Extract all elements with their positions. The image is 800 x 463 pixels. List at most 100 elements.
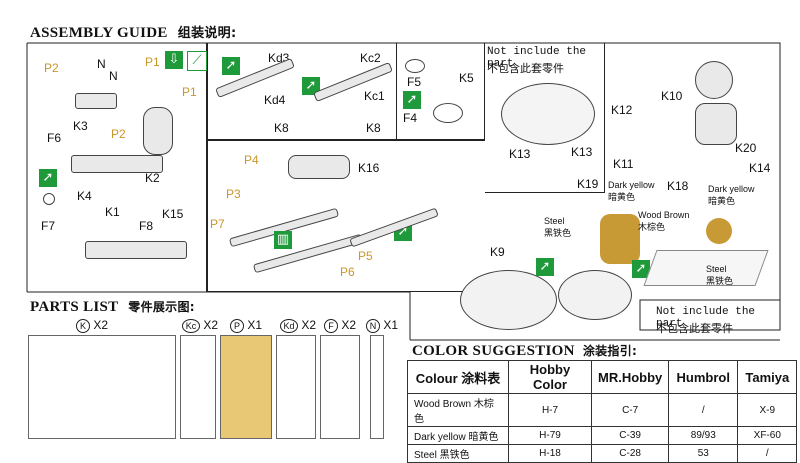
color-name: Dark yellow 暗黄色: [407, 426, 509, 445]
label-k15: K15: [162, 207, 184, 221]
assembly-panel-4: Not include the part 不包含此套零件 K13 K13 K19: [485, 43, 605, 193]
label-p5: P5: [358, 249, 373, 263]
label-f6: F6: [47, 131, 62, 145]
part-drum: [143, 107, 173, 155]
table-row: Dark yellow 暗黄色 H-79 C-39 89/93 XF-60: [407, 426, 798, 445]
hobby-code: H-7: [508, 393, 592, 427]
assembly-panel-5: K10 K12 K20 K11 K18 K14: [605, 43, 780, 193]
label-n: N: [97, 57, 106, 71]
label-kc1: Kc1: [364, 89, 385, 103]
header-tamiya: Tamiya: [737, 360, 798, 394]
label-kc2: Kc2: [360, 51, 381, 65]
label-k8: K8: [366, 121, 381, 135]
label-k13: K13: [509, 147, 531, 161]
assembly-panel-1: P2 N N P1 ⇩ ⟋ P1 K3 P2 F6 ➚ K2 K4 K1 F7 …: [27, 43, 207, 292]
mr-hobby-code: C-7: [590, 393, 670, 427]
part-k1: [71, 155, 163, 173]
not-include-note-cn: 不包含此套零件: [487, 62, 564, 75]
label-k4: K4: [77, 189, 92, 203]
parts-list-item: K X2: [76, 318, 108, 333]
part-sight-body: [695, 103, 737, 145]
parts-list-item: Kc X2: [182, 318, 218, 333]
tamiya-code: X-9: [737, 393, 798, 427]
header-hobby-color: Hobby Color: [508, 360, 592, 394]
sprue-k: [28, 335, 176, 439]
tamiya-code: /: [737, 444, 798, 463]
color-table-header: Colour 涂料表 Hobby Color MR.Hobby Humbrol …: [407, 360, 798, 394]
header-colour: Colour 涂料表: [407, 360, 509, 394]
part-f5: [405, 59, 425, 73]
humbrol-code: 53: [668, 444, 739, 463]
label-k3: K3: [73, 119, 88, 133]
mr-hobby-code: C-39: [590, 426, 670, 445]
label-p4: P4: [244, 153, 259, 167]
humbrol-code: /: [668, 393, 739, 427]
sprue-f: [320, 335, 360, 439]
label-k2: K2: [145, 171, 160, 185]
turret-ring: [501, 83, 595, 145]
label-k16: K16: [358, 161, 380, 175]
label-f4: F4: [403, 111, 418, 125]
assembly-step-icon: ➚: [632, 260, 650, 278]
label-f5: F5: [407, 75, 422, 89]
part-gun-barrel: [349, 207, 439, 248]
label-p2: P2: [111, 127, 126, 141]
label-k5: K5: [459, 71, 474, 85]
label-k8: K8: [274, 121, 289, 135]
part-ring: [433, 103, 463, 123]
assembly-step-icon: ➚: [403, 91, 421, 109]
tamiya-code: XF-60: [737, 426, 798, 445]
parts-list-item: P X1: [230, 318, 262, 333]
assembly-step-icon: ➚: [39, 169, 57, 187]
sprue-p: [220, 335, 272, 439]
part-f7: [43, 193, 55, 205]
sprue-kc: [180, 335, 216, 439]
hobby-code: H-18: [508, 444, 592, 463]
label-k10: K10: [661, 89, 683, 103]
table-row: Steel 黑铁色 H-18 C-28 53 /: [407, 444, 798, 463]
label-p1: P1: [145, 55, 160, 69]
label-k20: K20: [735, 141, 757, 155]
parts-list-item: N X1: [366, 318, 398, 333]
glue-icon: ⇩: [165, 51, 183, 69]
sprue-kd: [276, 335, 316, 439]
label-p6: P6: [340, 265, 355, 279]
turret-ring: [460, 270, 557, 330]
label-k9: K9: [490, 245, 505, 259]
parts-list-title: PARTS LIST 零件展示图:: [30, 299, 195, 315]
assembly-panel-2: Kd3 Kc2 ➚ ➚ Kd4 Kc1 K8 K8: [207, 43, 397, 140]
assembly-guide-title: ASSEMBLY GUIDE 组装说明:: [30, 25, 237, 41]
part-painted-gun: [600, 214, 640, 264]
label-k11: K11: [613, 157, 634, 171]
label-p1: P1: [182, 85, 197, 99]
table-row: Wood Brown 木棕色 H-7 C-7 / X-9: [407, 393, 798, 427]
turret-ring: [558, 270, 632, 320]
label-p7: P7: [210, 217, 225, 231]
label-k14: K14: [749, 161, 771, 175]
color-suggestion-title-cn: 涂装指引:: [582, 344, 638, 358]
label-k12: K12: [611, 103, 633, 117]
not-include-note: Not include the part: [656, 306, 756, 330]
label-n: N: [109, 69, 118, 83]
label-kd4: Kd4: [264, 93, 286, 107]
parts-list-title-cn: 零件展示图:: [128, 300, 195, 314]
label-p3: P3: [226, 187, 241, 201]
part-gun-body: [288, 155, 350, 179]
label-k13: K13: [571, 145, 593, 159]
color-name: Steel 黑铁色: [407, 444, 509, 463]
color-table: Colour 涂料表 Hobby Color MR.Hobby Humbrol …: [407, 360, 798, 463]
label-k19: K19: [577, 177, 599, 191]
header-mr-hobby: MR.Hobby: [590, 360, 670, 394]
assembly-step-icon: ➚: [222, 57, 240, 75]
brush-icon: ⟋: [187, 51, 207, 71]
parts-list-item: F X2: [324, 318, 356, 333]
color-suggestion-title: COLOR SUGGESTION 涂装指引:: [412, 343, 638, 359]
header-humbrol: Humbrol: [668, 360, 739, 394]
label-k18: K18: [667, 179, 689, 193]
